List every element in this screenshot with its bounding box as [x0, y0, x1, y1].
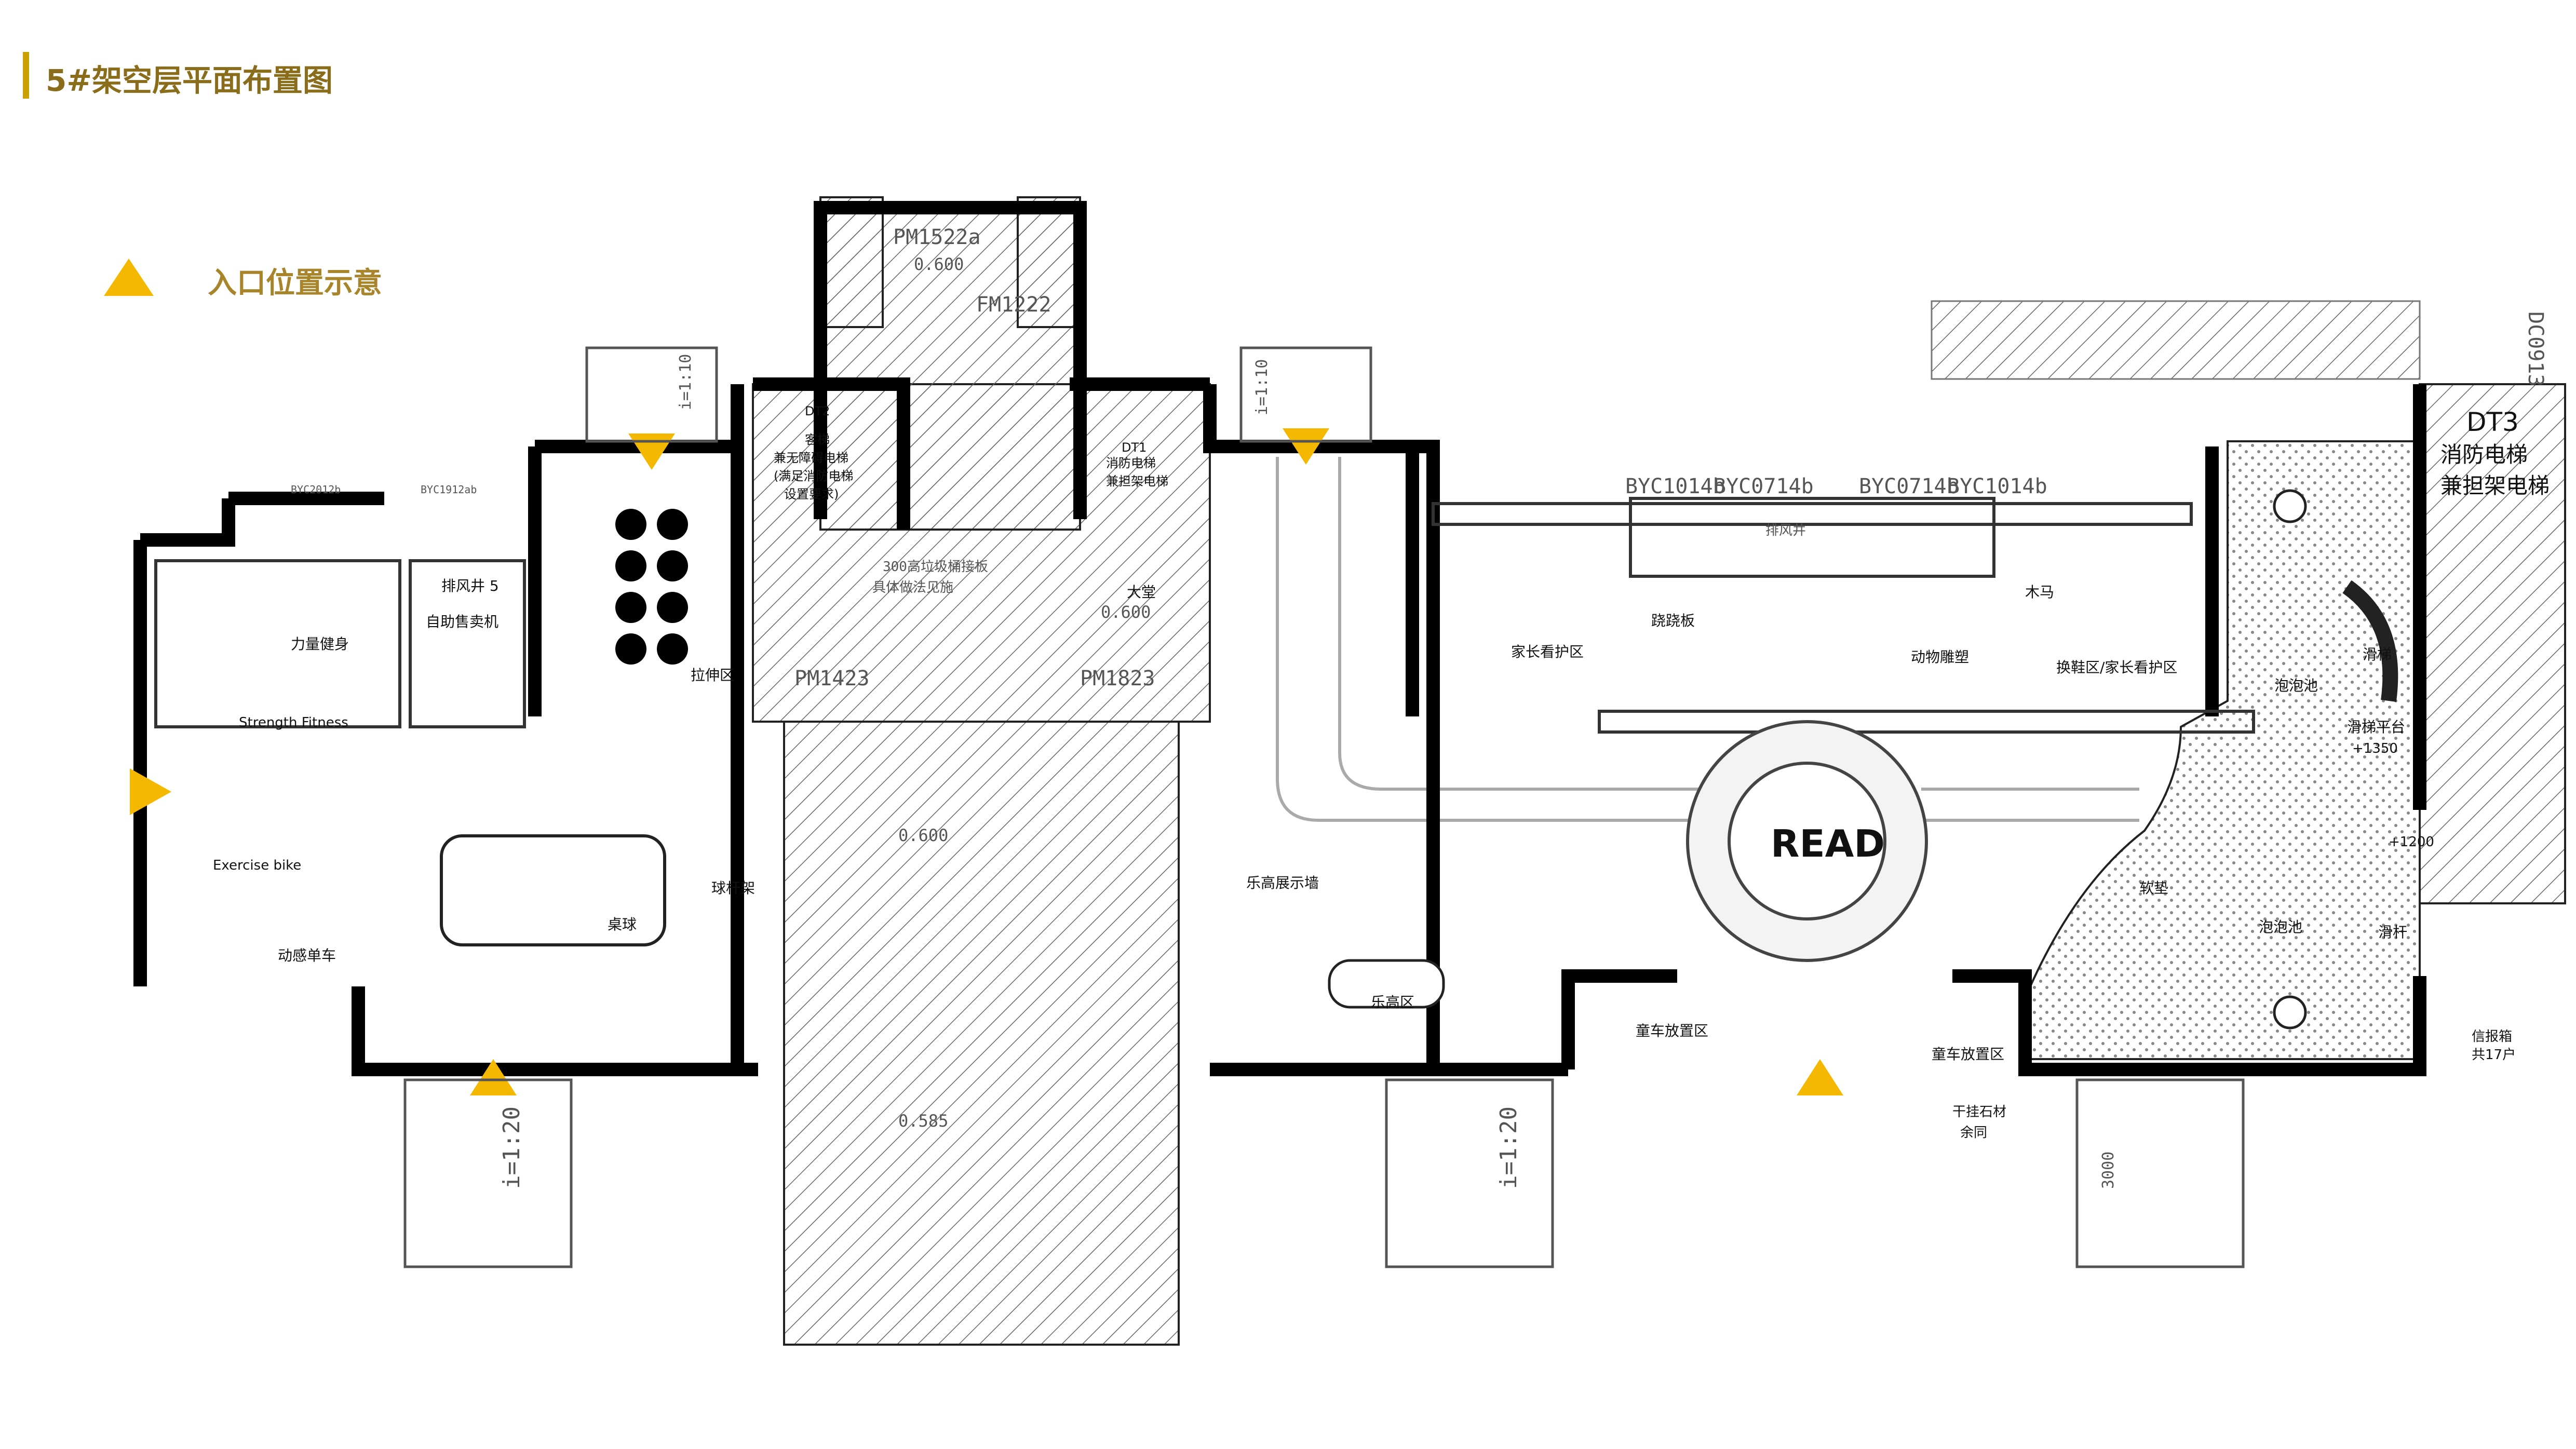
- page-title: 5#架空层平面布置图: [46, 63, 333, 98]
- label-dt1-code: DT1: [1122, 440, 1147, 455]
- label-dt3-line2: 兼担架电梯: [2440, 473, 2550, 498]
- ramps: [403, 346, 2245, 1268]
- code-byc2012b: BYC2012b: [291, 483, 341, 496]
- slide-chute: [2342, 580, 2398, 702]
- label-lobby: 大堂: [1127, 584, 1156, 601]
- read-circle-inner: [1728, 762, 1886, 920]
- label-slide-level: +1350: [2352, 741, 2398, 756]
- header: 5#架空层平面布置图: [0, 0, 2576, 104]
- label-stroller-left: 童车放置区: [1636, 1022, 1708, 1039]
- code-dc0913: DC0913: [2524, 312, 2547, 387]
- label-dt3-line1: 消防电梯: [2440, 442, 2528, 467]
- label-dt2-line1: 兼无障碍电梯: [774, 451, 848, 465]
- note-shaft: 排风井: [1765, 523, 1806, 538]
- label-dt2-line3: 设置要求): [784, 487, 839, 502]
- interior-lines: [154, 497, 2255, 734]
- dim-3000: 3000: [2099, 1152, 2118, 1189]
- label-dt2-code: DT2: [805, 404, 830, 418]
- label-lego-wall: 乐高展示墙: [1246, 874, 1319, 891]
- hatched-core: [752, 196, 2566, 1346]
- room-labels: 力量健身 Strength Fitness Exercise bike 动感单车…: [213, 577, 2516, 1141]
- label-stone-2: 余同: [1960, 1125, 1987, 1141]
- label-billiard: 桌球: [608, 916, 637, 933]
- entrance-marker-icon: [1283, 428, 1329, 465]
- label-bike-cn: 动感单车: [278, 947, 336, 964]
- label-fitness-en: Strength Fitness: [239, 715, 348, 730]
- circulation-track: [1276, 457, 2139, 822]
- label-slide: 滑梯: [2363, 646, 2392, 663]
- entrance-legend: 入口位置示意: [104, 249, 571, 312]
- elev-0585: 0.585: [898, 1111, 948, 1131]
- entrance-marker-icon: [104, 259, 154, 296]
- furniture: [440, 489, 2398, 1030]
- walls: [133, 201, 2426, 1076]
- code-pm1522a: PM1522a: [893, 225, 981, 249]
- label-shaft: 排风井 5: [441, 577, 499, 594]
- code-pm1823: PM1823: [1080, 667, 1155, 690]
- elevator-labels: DT2 客梯 兼无障碍电梯 (满足消防电梯 设置要求) DT1 消防电梯 兼担架…: [774, 404, 2550, 502]
- elev-0600-a: 0.600: [914, 254, 964, 274]
- entrance-marker-icon: [1797, 1059, 1843, 1095]
- label-dt2-name: 客梯: [805, 432, 830, 447]
- label-pole: 滑杆: [2378, 924, 2407, 941]
- elev-0600-c: 0.600: [898, 825, 948, 845]
- label-vending: 自助售卖机: [426, 613, 498, 630]
- label-stone-1: 干挂石材: [1952, 1104, 2006, 1120]
- legend-label: 入口位置示意: [208, 266, 382, 300]
- slope-a: i=1:20: [498, 1106, 525, 1189]
- label-mailbox-2: 共17户: [2472, 1047, 2516, 1063]
- label-bubble-top: 泡泡池: [2274, 677, 2318, 694]
- entrance-marker-icon: [470, 1059, 517, 1095]
- lego-bench: [1328, 959, 1445, 1009]
- bubble-jet-icon: [2273, 995, 2307, 1030]
- title-accent-bar: [23, 52, 29, 99]
- label-dt1-name: 消防电梯: [1106, 456, 1156, 470]
- code-pm1423: PM1423: [794, 667, 870, 690]
- code-byc0714b-b: BYC0714b: [1859, 475, 1959, 498]
- label-dt2-line2: (满足消防电梯: [774, 469, 853, 483]
- note-fuse: 具体做法见施: [872, 580, 953, 595]
- label-horse: 木马: [2025, 584, 2054, 601]
- label-slide-platform: 滑梯平台: [2347, 719, 2405, 736]
- label-bike-en: Exercise bike: [213, 858, 301, 873]
- label-dt1-line1: 兼担架电梯: [1106, 474, 1168, 489]
- label-cue-rack: 球杆架: [711, 879, 755, 897]
- label-mailbox-1: 信报箱: [2472, 1029, 2512, 1045]
- label-dt3-code: DT3: [2466, 407, 2519, 437]
- label-fitness-cn: 力量健身: [291, 635, 349, 653]
- label-lego-area: 乐高区: [1371, 994, 1414, 1011]
- label-soft-mat: 软垫: [2139, 879, 2168, 897]
- round-tables: [615, 509, 688, 665]
- slope-b: i=1:20: [1495, 1106, 1522, 1189]
- code-byc1014b-a: BYC1014b: [1625, 475, 1725, 498]
- code-byc1912ab: BYC1912ab: [421, 483, 477, 496]
- elev-0600-b: 0.600: [1101, 602, 1151, 622]
- drawing-codes: BYC2012b BYC1912ab PM1522a FM1222 PM1423…: [291, 225, 2547, 1189]
- slope-c: i=1:10: [677, 354, 695, 410]
- code-byc1014b-b: BYC1014b: [1947, 475, 2047, 498]
- label-balance: 跷跷板: [1651, 612, 1695, 629]
- label-stroller-right: 童车放置区: [1932, 1046, 2004, 1063]
- code-byc0714b-a: BYC0714b: [1714, 475, 1814, 498]
- entrance-marker-icon: [130, 768, 171, 815]
- note-bin: 300高垃圾桶接板: [883, 559, 988, 575]
- label-bubble-bottom: 泡泡池: [2259, 918, 2302, 936]
- label-parent-left: 家长看护区: [1511, 643, 1584, 660]
- bubble-jet-icon: [2273, 489, 2307, 523]
- slope-d: i=1:10: [1253, 359, 1271, 415]
- billiard-table: [440, 834, 666, 946]
- label-animal: 动物雕塑: [1911, 648, 1969, 666]
- label-parent-right: 换鞋区/家长看护区: [2056, 659, 2177, 676]
- label-stretch: 拉伸区: [691, 667, 734, 684]
- label-read: READ: [1771, 822, 1885, 865]
- code-fm1222: FM1222: [976, 293, 1051, 317]
- play-floor: [2029, 440, 2421, 1060]
- label-level-1200: +1200: [2389, 834, 2434, 850]
